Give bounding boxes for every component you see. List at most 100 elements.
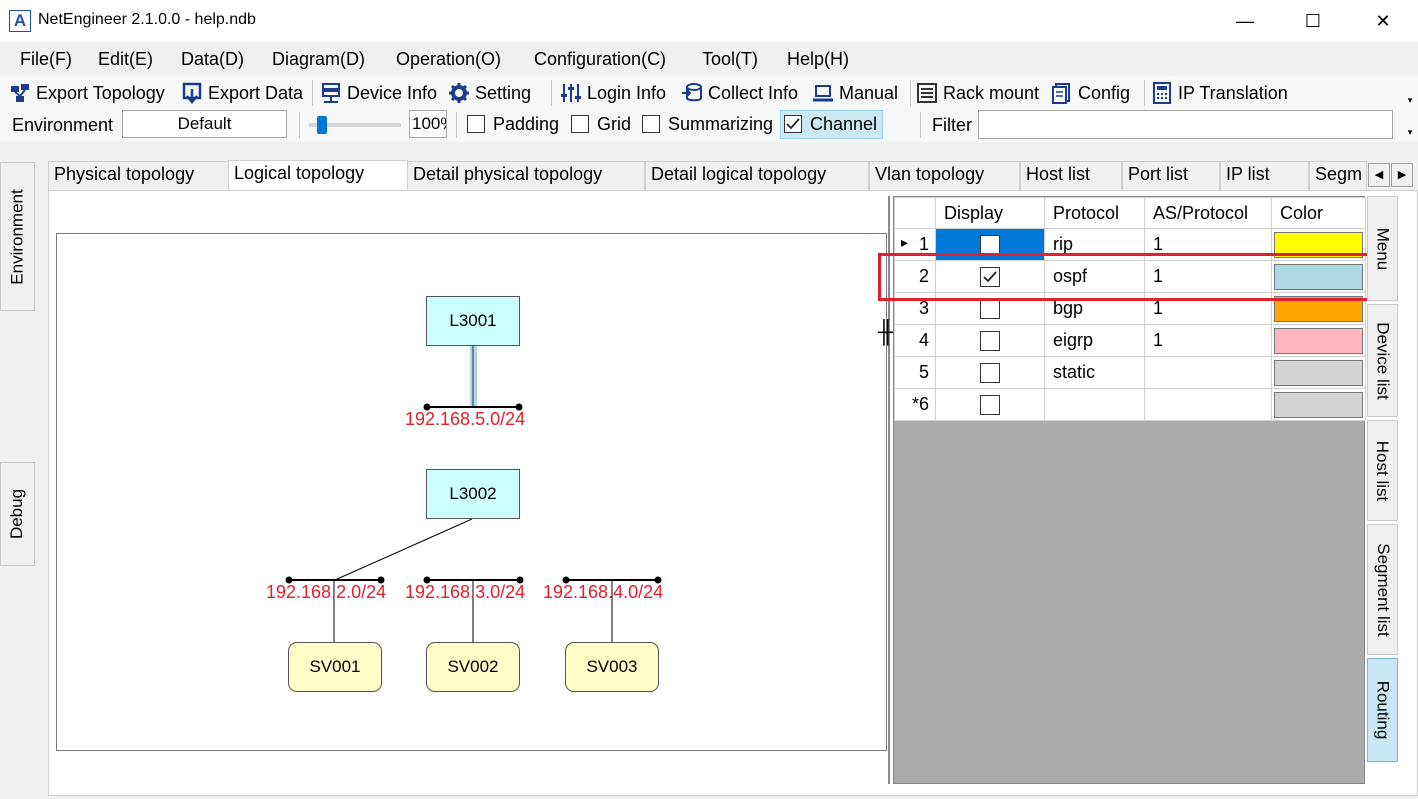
display-cell[interactable] bbox=[935, 388, 1045, 421]
color-swatch[interactable] bbox=[1274, 327, 1363, 354]
setting-button[interactable]: Setting bbox=[448, 80, 531, 106]
tab-detail-physical-topology[interactable]: Detail physical topology bbox=[407, 161, 645, 190]
menu-edit[interactable]: Edit(E) bbox=[98, 49, 154, 69]
device-node-sv001[interactable]: SV001 bbox=[288, 642, 382, 692]
tab-logical-topology[interactable]: Logical topology bbox=[228, 160, 408, 191]
side-tab-device-list[interactable]: Device list bbox=[1367, 304, 1398, 417]
column-header-as-protocol[interactable]: AS/Protocol bbox=[1144, 197, 1272, 229]
tab-ip-list[interactable]: IP list bbox=[1220, 161, 1309, 190]
side-tab-menu[interactable]: Menu bbox=[1367, 196, 1398, 301]
menu-configuration[interactable]: Configuration(C) bbox=[534, 49, 667, 69]
color-cell[interactable] bbox=[1271, 388, 1366, 421]
display-cell[interactable] bbox=[935, 260, 1045, 293]
device-info-button[interactable]: Device Info bbox=[320, 80, 437, 106]
tab-scroll-left-icon[interactable]: ◀ bbox=[1368, 163, 1390, 187]
toolbar-overflow-icon[interactable]: ▾ bbox=[1407, 127, 1413, 137]
segment-label[interactable]: 192.168.3.0/24 bbox=[405, 582, 526, 602]
menu-data[interactable]: Data(D) bbox=[181, 49, 245, 69]
tab-detail-logical-topology[interactable]: Detail logical topology bbox=[645, 161, 869, 190]
collect-info-button[interactable]: Collect Info bbox=[681, 80, 798, 106]
login-info-button[interactable]: Login Info bbox=[560, 80, 666, 106]
menu-file[interactable]: File(F) bbox=[20, 49, 72, 69]
zoom-slider-thumb[interactable] bbox=[317, 116, 327, 134]
tab-host-list[interactable]: Host list bbox=[1020, 161, 1122, 190]
splitter[interactable] bbox=[888, 196, 890, 784]
row-header[interactable]: 3 bbox=[894, 292, 936, 325]
segment-label[interactable]: 192.168.5.0/24 bbox=[405, 409, 526, 429]
rack-mount-button[interactable]: Rack mount bbox=[916, 80, 1039, 106]
display-checkbox[interactable] bbox=[980, 331, 1000, 352]
manual-button[interactable]: Manual bbox=[812, 80, 898, 106]
toolbar-overflow-icon[interactable]: ▾ bbox=[1407, 95, 1413, 105]
tab-physical-topology[interactable]: Physical topology bbox=[48, 161, 231, 190]
zoom-input[interactable]: 100% bbox=[409, 110, 447, 138]
segment-label[interactable]: 192.168.2.0/24 bbox=[266, 582, 387, 602]
channel-toggle[interactable] bbox=[780, 110, 883, 139]
color-swatch[interactable] bbox=[1274, 263, 1363, 290]
color-swatch[interactable] bbox=[1274, 359, 1363, 386]
side-tab-segment-list[interactable]: Segment list bbox=[1367, 524, 1398, 655]
config-button[interactable]: Config bbox=[1051, 80, 1130, 106]
zoom-slider[interactable] bbox=[309, 116, 401, 134]
side-tab-host-list[interactable]: Host list bbox=[1367, 420, 1398, 521]
color-cell[interactable] bbox=[1271, 260, 1366, 293]
display-checkbox[interactable] bbox=[980, 363, 1000, 384]
padding-checkbox[interactable] bbox=[467, 115, 485, 133]
tab-scroll-right-icon[interactable]: ▶ bbox=[1391, 163, 1413, 187]
tab-segment-list[interactable]: Segm bbox=[1309, 161, 1367, 190]
maximize-button[interactable]: ☐ bbox=[1304, 10, 1322, 31]
device-node-l3002[interactable]: L3002 bbox=[426, 469, 520, 519]
export-data-button[interactable]: Export Data bbox=[181, 80, 303, 106]
column-header-protocol[interactable]: Protocol bbox=[1044, 197, 1145, 229]
tab-vlan-topology[interactable]: Vlan topology bbox=[869, 161, 1020, 190]
segment-label[interactable]: 192.168.4.0/24 bbox=[543, 582, 664, 602]
summarizing-checkbox[interactable] bbox=[642, 115, 660, 133]
color-swatch[interactable] bbox=[1274, 391, 1363, 418]
filter-input[interactable] bbox=[978, 110, 1393, 139]
tab-port-list[interactable]: Port list bbox=[1122, 161, 1220, 190]
row-header[interactable]: 4 bbox=[894, 324, 936, 357]
side-tab-environment[interactable]: Environment bbox=[0, 162, 35, 311]
topology-canvas[interactable]: L3001 192.168.5.0/24 L3002 192.168.2.0/2… bbox=[56, 233, 887, 751]
environment-select[interactable]: Default bbox=[122, 110, 287, 138]
row-header[interactable]: 2 bbox=[894, 260, 936, 293]
device-node-sv002[interactable]: SV002 bbox=[426, 642, 520, 692]
table-row[interactable]: 5 static bbox=[894, 356, 1366, 389]
row-header[interactable]: 5 bbox=[894, 356, 936, 389]
channel-checkbox[interactable] bbox=[784, 115, 802, 133]
as-protocol-cell[interactable] bbox=[1144, 356, 1272, 389]
display-cell[interactable] bbox=[935, 356, 1045, 389]
protocol-cell[interactable]: eigrp bbox=[1044, 324, 1145, 357]
protocol-cell[interactable] bbox=[1044, 388, 1145, 421]
export-topology-button[interactable]: Export Topology bbox=[9, 80, 165, 106]
column-header-color[interactable]: Color bbox=[1271, 197, 1366, 229]
menu-diagram[interactable]: Diagram(D) bbox=[272, 49, 366, 69]
display-checkbox[interactable] bbox=[980, 299, 1000, 320]
menu-tool[interactable]: Tool(T) bbox=[702, 49, 759, 69]
display-cell[interactable] bbox=[935, 324, 1045, 357]
column-header-display[interactable]: Display bbox=[935, 197, 1045, 229]
as-protocol-cell[interactable]: 1 bbox=[1144, 260, 1272, 293]
row-header[interactable]: *6 bbox=[894, 388, 936, 421]
close-button[interactable]: ✕ bbox=[1375, 10, 1391, 31]
as-protocol-cell[interactable] bbox=[1144, 388, 1272, 421]
as-protocol-cell[interactable]: 1 bbox=[1144, 324, 1272, 357]
ip-translation-button[interactable]: IP Translation bbox=[1151, 80, 1288, 106]
minimize-button[interactable]: — bbox=[1236, 10, 1254, 31]
protocol-cell[interactable]: ospf bbox=[1044, 260, 1145, 293]
device-node-sv003[interactable]: SV003 bbox=[565, 642, 659, 692]
display-checkbox[interactable] bbox=[980, 267, 1000, 288]
color-cell[interactable] bbox=[1271, 324, 1366, 357]
display-checkbox[interactable] bbox=[980, 395, 1000, 416]
protocol-cell[interactable]: static bbox=[1044, 356, 1145, 389]
menu-operation[interactable]: Operation(O) bbox=[396, 49, 502, 69]
color-cell[interactable] bbox=[1271, 356, 1366, 389]
table-row[interactable]: *6 bbox=[894, 388, 1366, 421]
side-tab-debug[interactable]: Debug bbox=[0, 462, 35, 566]
device-node-l3001[interactable]: L3001 bbox=[426, 296, 520, 346]
grid-checkbox[interactable] bbox=[571, 115, 589, 133]
menu-help[interactable]: Help(H) bbox=[787, 49, 850, 69]
side-tab-routing[interactable]: Routing bbox=[1367, 658, 1398, 762]
